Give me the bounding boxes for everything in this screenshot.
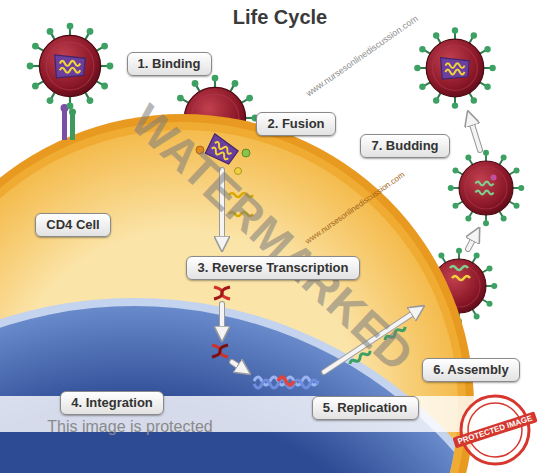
budding-virus	[448, 150, 525, 227]
step-name: 4. Integration	[71, 395, 153, 411]
step-name: 3. Reverse Transcription	[197, 260, 348, 276]
step-name: CD4 Cell	[46, 217, 99, 233]
step-label-box: 2. Fusion	[256, 112, 336, 136]
step-label-box: 5. Replication	[312, 396, 419, 420]
step-name: 1. Binding	[138, 56, 201, 72]
step-label-box: 4. Integration	[60, 391, 164, 415]
step-name: 2. Fusion	[267, 116, 324, 132]
binding-virus	[27, 23, 114, 110]
cell-label-box: CD4 Cell	[35, 213, 111, 237]
step-label-box: 7. Budding	[360, 134, 450, 158]
step-label-box: 1. Binding	[127, 52, 212, 76]
assembly-strands	[450, 266, 470, 280]
step-name: 7. Budding	[371, 138, 438, 154]
integrated-dna	[254, 377, 318, 388]
step-label-box: 6. Assembly	[422, 358, 520, 382]
diagram-title: Life Cycle	[0, 6, 560, 29]
step-name: 6. Assembly	[433, 362, 508, 378]
nucleus	[0, 298, 560, 473]
protection-notice: This image is protected	[47, 418, 212, 436]
viral-dna	[212, 287, 230, 357]
step-name: 5. Replication	[323, 400, 408, 416]
mature-virus	[414, 27, 496, 109]
step-label-box: 3. Reverse Transcription	[186, 256, 360, 280]
cd4-receptor	[61, 104, 77, 140]
